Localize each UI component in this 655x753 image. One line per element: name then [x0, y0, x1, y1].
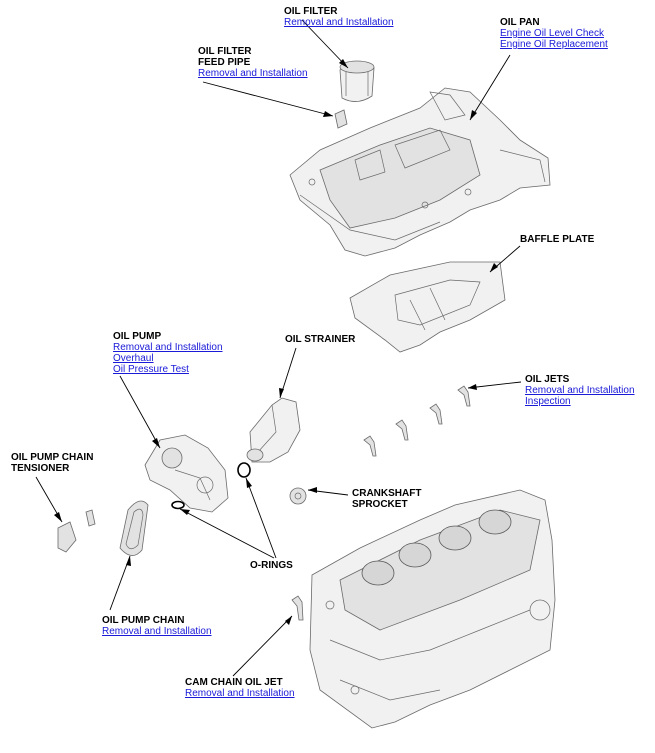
- label-cam-chain-oil-jet: CAM CHAIN OIL JET Removal and Installati…: [185, 677, 295, 699]
- leader-lines: [35, 19, 522, 677]
- oil-pump-title: OIL PUMP: [113, 331, 162, 342]
- oil-filter-feed-pipe-title-2: FEED PIPE: [198, 57, 251, 68]
- oil-strainer-part: [246, 397, 301, 463]
- label-baffle-plate: BAFFLE PLATE: [520, 234, 594, 245]
- label-oil-pump-chain: OIL PUMP CHAIN Removal and Installation: [102, 615, 212, 637]
- oil-pump-chain-part: [119, 500, 149, 556]
- oil-filter-title: OIL FILTER: [284, 6, 338, 17]
- crankshaft-sprocket-title-2: SPROCKET: [352, 499, 408, 510]
- oil-pump-chain-tensioner-part: [57, 509, 96, 553]
- o-rings-title: O-RINGS: [250, 560, 293, 571]
- oil-pump-removal-link[interactable]: Removal and Installation: [113, 342, 223, 353]
- crankshaft-sprocket-part: [289, 487, 307, 505]
- crankshaft-sprocket-title-1: CRANKSHAFT: [352, 488, 422, 499]
- oil-filter-feed-pipe-removal-link[interactable]: Removal and Installation: [198, 68, 308, 79]
- oil-filter-removal-link[interactable]: Removal and Installation: [284, 17, 394, 28]
- oil-pump-chain-tensioner-title-2: TENSIONER: [11, 463, 70, 474]
- oil-pump-chain-removal-link[interactable]: Removal and Installation: [102, 626, 212, 637]
- o-ring-strainer: [237, 462, 251, 478]
- label-oil-pump: OIL PUMP Removal and Installation Overha…: [113, 331, 223, 375]
- engine-block-part: [309, 489, 556, 729]
- label-oil-pump-chain-tensioner: OIL PUMP CHAIN TENSIONER: [11, 452, 93, 474]
- oil-jets-inspection-link[interactable]: Inspection: [525, 396, 571, 407]
- cam-chain-oil-jet-part: [291, 595, 304, 621]
- oil-pump-part: [144, 434, 229, 513]
- label-oil-filter-feed-pipe: OIL FILTER FEED PIPE Removal and Install…: [198, 46, 308, 79]
- label-o-rings: O-RINGS: [250, 560, 293, 571]
- oil-pump-chain-title: OIL PUMP CHAIN: [102, 615, 185, 626]
- label-oil-filter: OIL FILTER Removal and Installation: [284, 6, 394, 28]
- cam-chain-oil-jet-title: CAM CHAIN OIL JET: [185, 677, 283, 688]
- oil-jets-removal-link[interactable]: Removal and Installation: [525, 385, 635, 396]
- oil-pan-replacement-link[interactable]: Engine Oil Replacement: [500, 39, 608, 50]
- oil-jets-title: OIL JETS: [525, 374, 570, 385]
- oil-filter-part: [339, 60, 375, 102]
- label-oil-strainer: OIL STRAINER: [285, 334, 355, 345]
- o-ring-pump: [171, 500, 185, 510]
- label-oil-pan: OIL PAN Engine Oil Level Check Engine Oi…: [500, 17, 608, 50]
- cam-chain-oil-jet-removal-link[interactable]: Removal and Installation: [185, 688, 295, 699]
- oil-strainer-title: OIL STRAINER: [285, 334, 356, 345]
- label-oil-jets: OIL JETS Removal and Installation Inspec…: [525, 374, 635, 407]
- oil-pan-level-check-link[interactable]: Engine Oil Level Check: [500, 28, 604, 39]
- baffle-plate-title: BAFFLE PLATE: [520, 234, 595, 245]
- baffle-plate-part: [349, 261, 506, 353]
- oil-pump-pressure-test-link[interactable]: Oil Pressure Test: [113, 364, 189, 375]
- oil-jets-part: [363, 385, 471, 457]
- oil-filter-feed-pipe-title-1: OIL FILTER: [198, 46, 252, 57]
- oil-filter-feed-pipe-part: [334, 109, 348, 129]
- oil-pan-part: [289, 87, 551, 257]
- oil-pan-title: OIL PAN: [500, 17, 540, 28]
- oil-pump-overhaul-link[interactable]: Overhaul: [113, 353, 154, 364]
- oil-pump-chain-tensioner-title-1: OIL PUMP CHAIN: [11, 452, 94, 463]
- label-crankshaft-sprocket: CRANKSHAFT SPROCKET: [352, 488, 421, 510]
